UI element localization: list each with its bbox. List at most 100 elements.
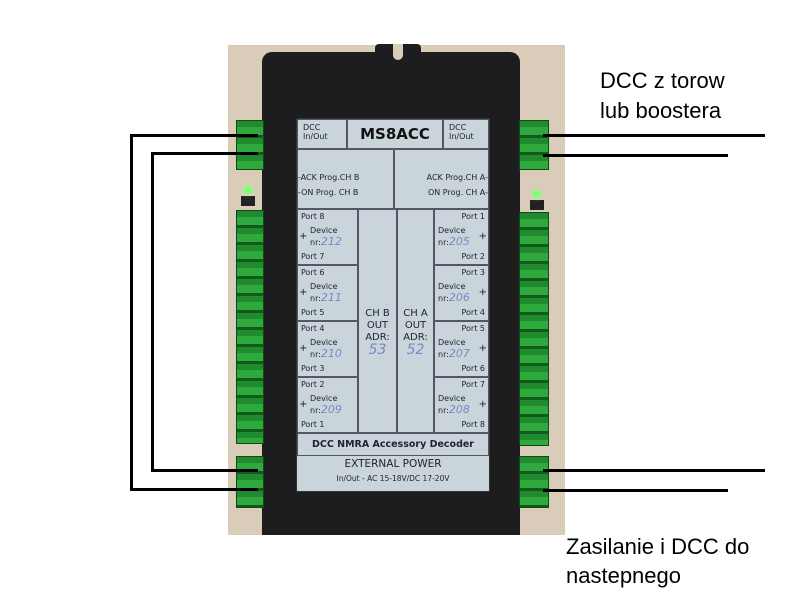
plus-marker: + bbox=[478, 231, 487, 242]
device-number: 211 bbox=[320, 291, 342, 304]
plus-marker: + bbox=[299, 287, 308, 298]
port-label: Port 1 bbox=[461, 212, 486, 221]
port-label: Port 2 bbox=[461, 252, 486, 261]
port-group: Port 1 Device nr:205 + Port 2 bbox=[434, 209, 489, 265]
led-base-left bbox=[241, 196, 255, 206]
ch-a-label: CH A bbox=[403, 308, 428, 319]
port-label: Port 4 bbox=[301, 324, 325, 333]
wire bbox=[543, 154, 728, 157]
external-power-title: EXTERNAL POWER bbox=[344, 458, 442, 470]
inout-text: In/Out bbox=[303, 132, 328, 141]
port-label: Port 3 bbox=[301, 364, 325, 373]
port-label: Port 4 bbox=[461, 308, 486, 317]
port-group: Port 7 Device nr:208 + Port 8 bbox=[434, 377, 489, 433]
device-number: 208 bbox=[448, 403, 470, 416]
prog-ch-a-box: ACK Prog.CH A- ON Prog. CH A- bbox=[394, 149, 489, 209]
terminal-power-right bbox=[519, 456, 549, 508]
device-number: 207 bbox=[448, 347, 470, 360]
port-label: Port 5 bbox=[301, 308, 325, 317]
wire bbox=[543, 134, 765, 137]
on-prog-ch-b: -ON Prog. CH B bbox=[298, 188, 359, 197]
tab-notch bbox=[393, 44, 403, 60]
port-label: Port 7 bbox=[301, 252, 325, 261]
plus-marker: + bbox=[299, 231, 308, 242]
terminal-dcc-right bbox=[519, 120, 549, 170]
led-right bbox=[533, 190, 541, 198]
nr-label: nr: bbox=[310, 294, 321, 303]
plus-marker: + bbox=[299, 399, 308, 410]
port-label: Port 1 bbox=[301, 420, 325, 429]
inout-text: In/Out bbox=[449, 132, 474, 141]
nr-label: nr: bbox=[438, 294, 449, 303]
port-group: Port 4 Device nr:210 + Port 3 bbox=[297, 321, 358, 377]
device-number: 210 bbox=[320, 347, 342, 360]
terminal-dcc-left bbox=[236, 120, 264, 170]
device-number: 205 bbox=[448, 235, 470, 248]
port-group: Port 3 Device nr:206 + Port 4 bbox=[434, 265, 489, 321]
port-label: Port 5 bbox=[461, 324, 486, 333]
annotation-power-output-2: nastepnego bbox=[566, 563, 681, 588]
port-label: Port 6 bbox=[461, 364, 486, 373]
device-label: Device bbox=[310, 226, 338, 235]
wire bbox=[151, 152, 154, 471]
device-number: 209 bbox=[320, 403, 342, 416]
device-label: Device bbox=[310, 394, 338, 403]
ack-prog-ch-a: ACK Prog.CH A- bbox=[426, 173, 488, 182]
ch-b-label: CH B bbox=[365, 308, 390, 319]
terminal-ports-right bbox=[519, 212, 549, 446]
port-group: Port 6 Device nr:211 + Port 5 bbox=[297, 265, 358, 321]
wire bbox=[543, 489, 728, 492]
dcc-text: DCC bbox=[449, 123, 467, 132]
port-label: Port 7 bbox=[461, 380, 486, 389]
port-group: Port 8 Device nr:212 + Port 7 bbox=[297, 209, 358, 265]
nr-label: nr: bbox=[438, 406, 449, 415]
nr-label: nr: bbox=[310, 350, 321, 359]
terminal-power-left bbox=[236, 456, 264, 508]
prog-ch-b-box: -ACK Prog.CH B -ON Prog. CH B bbox=[297, 149, 394, 209]
plus-marker: + bbox=[478, 343, 487, 354]
decoder-type: DCC NMRA Accessory Decoder bbox=[297, 433, 489, 456]
annotation-dcc-input: DCC z torow bbox=[600, 68, 725, 93]
terminal-ports-left bbox=[236, 210, 264, 444]
model-title: MS8ACC bbox=[347, 119, 443, 149]
device-label: Device bbox=[310, 282, 338, 291]
ch-b-address: 53 bbox=[368, 342, 387, 358]
adr-label: ADR: bbox=[403, 332, 428, 343]
wire bbox=[151, 152, 258, 155]
plus-marker: + bbox=[478, 399, 487, 410]
ack-prog-ch-b: -ACK Prog.CH B bbox=[298, 173, 360, 182]
port-label: Port 2 bbox=[301, 380, 325, 389]
port-label: Port 8 bbox=[301, 212, 325, 221]
port-group: Port 2 Device nr:209 + Port 1 bbox=[297, 377, 358, 433]
annotation-power-output: Zasilanie i DCC do bbox=[566, 534, 750, 559]
port-group: Port 5 Device nr:207 + Port 6 bbox=[434, 321, 489, 377]
device-label: Device bbox=[438, 226, 466, 235]
led-base-right bbox=[530, 200, 544, 210]
wire bbox=[130, 488, 258, 491]
plus-marker: + bbox=[478, 287, 487, 298]
port-label: Port 8 bbox=[461, 420, 486, 429]
ch-a-address: 52 bbox=[406, 342, 425, 358]
device-label: Device bbox=[438, 338, 466, 347]
out-label: OUT bbox=[366, 320, 389, 331]
plus-marker: + bbox=[299, 343, 308, 354]
on-prog-ch-a: ON Prog. CH A- bbox=[427, 188, 488, 197]
wire bbox=[130, 134, 133, 491]
device-label: Device bbox=[310, 338, 338, 347]
out-label: OUT bbox=[404, 320, 427, 331]
wire bbox=[130, 134, 258, 137]
dcc-text: DCC bbox=[303, 123, 321, 132]
led-left bbox=[244, 186, 252, 194]
wire bbox=[151, 469, 258, 472]
annotation-dcc-input-2: lub boostera bbox=[600, 98, 722, 123]
port-label: Port 6 bbox=[301, 268, 325, 277]
wire bbox=[543, 469, 765, 472]
nr-label: nr: bbox=[310, 238, 321, 247]
nr-label: nr: bbox=[438, 238, 449, 247]
device-number: 212 bbox=[320, 235, 342, 248]
